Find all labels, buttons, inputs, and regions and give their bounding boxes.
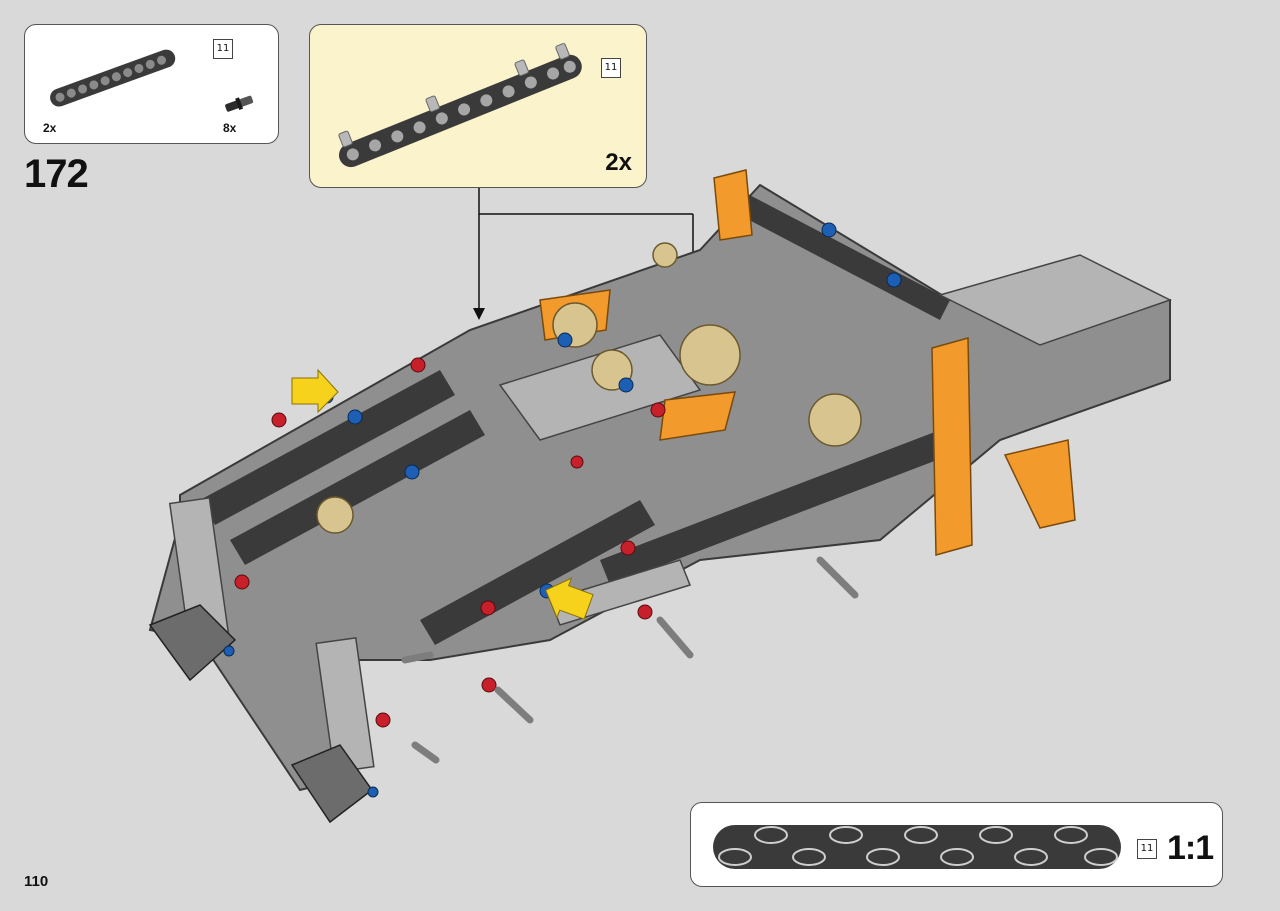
part-length-box: 11 <box>213 39 233 59</box>
scale-length-box: 11 <box>1137 839 1157 859</box>
page-number: 110 <box>24 873 49 890</box>
step-number: 172 <box>24 152 89 196</box>
pin-quantity: 8x <box>223 121 237 135</box>
beam-1to1-illustration <box>713 825 1121 869</box>
beam-quantity: 2x <box>43 121 57 135</box>
sub-assembly-length-box: 11 <box>601 58 621 78</box>
scale-label: 1:1 <box>1167 829 1214 867</box>
pin-part-icon <box>225 95 254 112</box>
scale-guide-panel: 11 1:1 <box>690 802 1223 887</box>
beam-11-part-icon <box>50 49 176 107</box>
sub-assembly-beam-illustration <box>338 43 582 168</box>
sub-assembly-quantity: 2x <box>605 149 632 176</box>
parts-list-panel: 11 2x 8x <box>24 24 279 144</box>
sub-assembly-panel: 11 2x <box>309 24 647 188</box>
